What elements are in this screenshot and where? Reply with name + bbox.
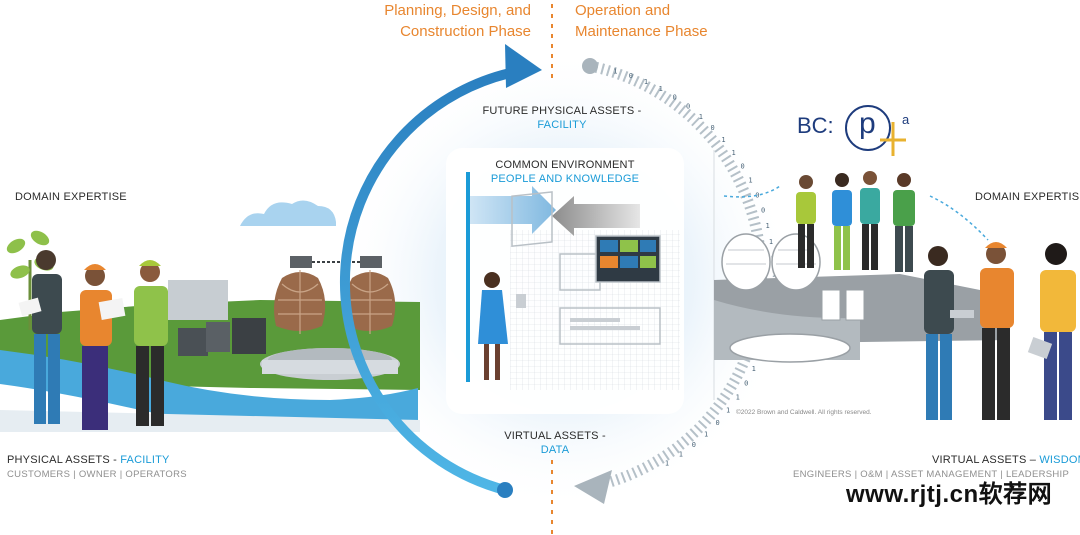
binary-digit: 0 [740,162,744,170]
binary-digit: 1 [731,149,735,157]
binary-digit: 0 [710,124,714,132]
right-domain-expertise: DOMAIN EXPERTISE [975,191,1080,203]
cloud-shape [240,200,336,226]
bcpa-logo [845,105,906,156]
arrow-start-dot [582,58,598,74]
person-asset-manager [924,246,974,420]
bcpa-logo-text: BC: [797,113,834,138]
physical-assets-title-text: PHYSICAL ASSETS - [7,454,117,466]
common-environment-panel [446,148,684,414]
right-scene [713,150,1076,420]
virtual-assets-data-line2: DATA [540,444,570,456]
left-domain-expertise: DOMAIN EXPERTISE [15,191,127,203]
copyright-notice: ©2022 Brown and Caldwell. All rights res… [736,409,872,416]
person-om-worker [980,242,1014,420]
digester-silo [274,256,326,334]
binary-digit: 1 [748,177,752,185]
common-environment-label: COMMON ENVIRONMENT PEOPLE AND KNOWLEDGE [465,159,665,185]
virtual-assets-data-line1: VIRTUAL ASSETS - [504,430,606,442]
digester-silo [344,256,396,334]
phase-operation-line2: Maintenance Phase [575,23,708,40]
virtual-assets-wisdom-text: VIRTUAL ASSETS – [932,454,1037,466]
virtual-assets-roles: ENGINEERS | O&M | ASSET MANAGEMENT | LEA… [793,469,1070,480]
physical-assets-roles: CUSTOMERS | OWNER | OPERATORS [7,469,187,480]
arrowhead-icon [574,470,612,504]
person-engineer [832,173,852,270]
person-presenter [478,272,526,380]
person-engineer [796,175,816,268]
future-physical-assets-line2: FACILITY [537,119,587,131]
virtual-assets-data-label: VIRTUAL ASSETS - DATA [455,430,655,456]
phase-planning-title: Planning, Design, and Construction Phase [384,0,531,42]
person-engineer [893,173,915,272]
phase-planning-line1: Planning, Design, and [384,2,531,19]
binary-digit: 1 [665,459,669,467]
binary-digit: 1 [659,85,663,93]
binary-digit: 0 [744,379,748,387]
binary-digit: 1 [644,78,648,86]
phase-operation-title: Operation and Maintenance Phase [575,0,708,42]
tank-virtual [721,233,771,291]
person-leader [1027,243,1076,420]
lifecycle-arrow-planning [339,65,530,495]
person-operator [134,260,168,426]
binary-digit: 1 [769,238,773,246]
plant-building [232,318,266,354]
physical-assets-title: PHYSICAL ASSETS - FACILITY [7,454,170,466]
person-engineer [860,171,880,270]
binary-digit: 1 [736,393,740,401]
arrowhead-icon [505,44,542,88]
phase-planning-line2: Construction Phase [400,23,531,40]
binary-digit: 0 [755,191,759,199]
binary-digit: 1 [704,430,708,438]
binary-digit: 0 [692,441,696,449]
left-scene [0,200,420,432]
virtual-assets-wisdom-title: VIRTUAL ASSETS – WISDOM [932,454,1080,466]
plant-building [168,280,228,320]
bcpa-logo-superscript: a [902,112,910,127]
binary-digit: 1 [726,406,730,414]
virtual-screen [511,191,553,248]
binary-digit: 0 [686,103,690,111]
arrow-start-dot [497,482,513,498]
binary-digit: 1 [721,136,725,144]
person-customer [18,250,62,424]
binary-digit: 0 [629,72,633,80]
binary-digit: 1 [699,113,703,121]
common-environment-line1: COMMON ENVIRONMENT [495,159,635,171]
common-environment-line2: PEOPLE AND KNOWLEDGE [490,173,640,185]
dotted-connector [723,185,989,241]
phase-operation-line1: Operation and [575,2,671,19]
binary-digit: 1 [679,451,683,459]
binary-digit: 0 [715,419,719,427]
physical-assets-title-accent: FACILITY [120,454,170,466]
plant-building [178,328,208,356]
future-physical-assets-line1: FUTURE PHYSICAL ASSETS - [482,105,642,117]
clarifier-virtual [729,333,851,363]
binary-digit: 0 [761,207,765,215]
binary-digit: 1 [752,365,756,373]
binary-digit: 1 [765,222,769,230]
virtual-assets-wisdom-accent: WISDOM [1039,454,1080,466]
future-physical-assets-label: FUTURE PHYSICAL ASSETS - FACILITY [462,105,662,131]
plant-building [206,322,230,352]
bcpa-logo-letter: p [859,107,876,140]
binary-digit: 0 [673,93,677,101]
virtual-screen [559,307,661,345]
person-owner [80,264,126,430]
binary-digit: 1 [613,67,617,75]
knowledge-beam-out [552,196,640,236]
site-watermark: www.rjtj.cn软荐网 [846,481,1053,508]
knowledge-beam-in [470,186,556,234]
